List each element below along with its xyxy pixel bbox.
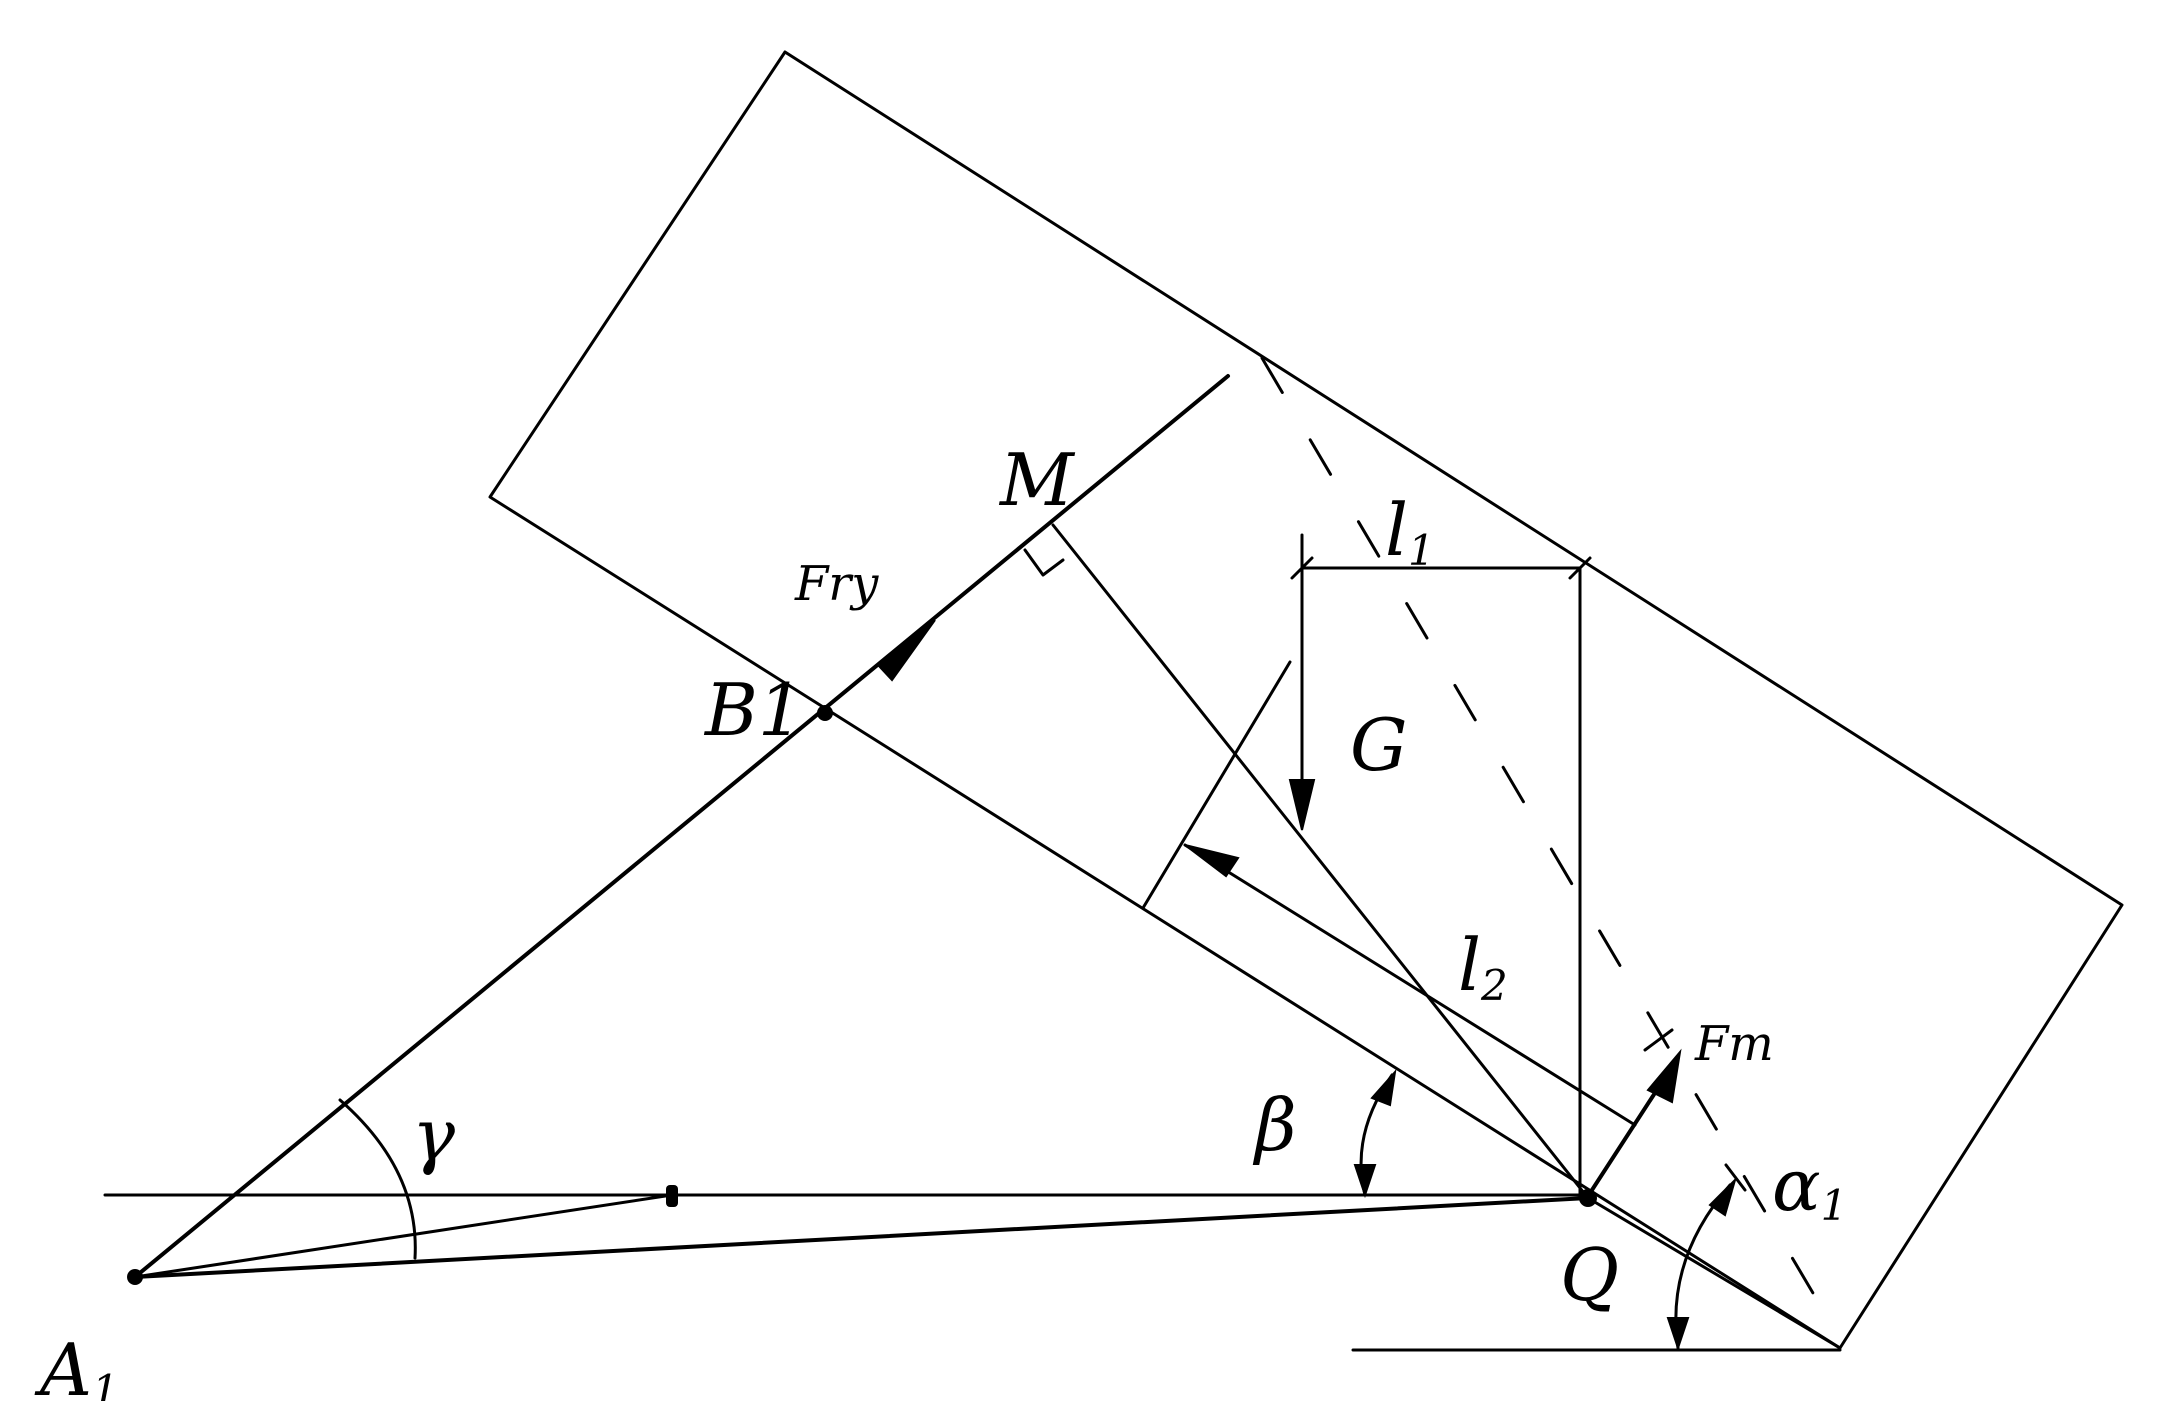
point-b1: [817, 705, 833, 721]
edge-extension: [1586, 1196, 1842, 1350]
label-alpha1: α1: [1772, 1143, 1847, 1230]
label-q: Q: [1560, 1233, 1619, 1317]
fm-tick: [1643, 1028, 1674, 1052]
label-g: G: [1350, 703, 1408, 787]
alpha-arrowhead-bottom: [1666, 1317, 1690, 1352]
label-a1: A1: [34, 1328, 119, 1401]
fm-arrowhead: [1646, 1048, 1682, 1104]
alpha-arrowhead-top: [1708, 1176, 1738, 1217]
beta-arrowhead-bottom: [1353, 1164, 1377, 1199]
beta-arrowhead-top: [1370, 1068, 1397, 1107]
line-a1-q: [133, 1196, 1590, 1279]
fry-arrowhead: [876, 619, 936, 682]
l2-perpendicular: [1141, 660, 1292, 910]
point-q: [1579, 1189, 1597, 1207]
label-l1: l1: [1385, 488, 1435, 575]
label-gamma: γ: [412, 1093, 456, 1177]
l2-dimension-line: [1183, 843, 1637, 1127]
small-point: [666, 1185, 678, 1207]
line-a1-m: [133, 374, 1230, 1279]
line-a1-point: [133, 1193, 674, 1279]
gamma-arc: [338, 1098, 417, 1260]
g-arrowhead: [1288, 779, 1316, 831]
label-b1: B1: [703, 668, 804, 752]
right-angle-marker: [1023, 548, 1065, 577]
label-m: M: [998, 438, 1076, 522]
label-beta: β: [1252, 1083, 1297, 1167]
label-fry: Fry: [794, 556, 879, 612]
point-a1: [127, 1269, 143, 1285]
label-l2: l2: [1458, 923, 1508, 1010]
label-fm: Fm: [1694, 1016, 1774, 1072]
line-m-q: [1051, 523, 1590, 1200]
alpha-tick: [1724, 1163, 1747, 1192]
dashed-line: [1260, 356, 1822, 1307]
l2-arrowhead: [1184, 844, 1240, 878]
